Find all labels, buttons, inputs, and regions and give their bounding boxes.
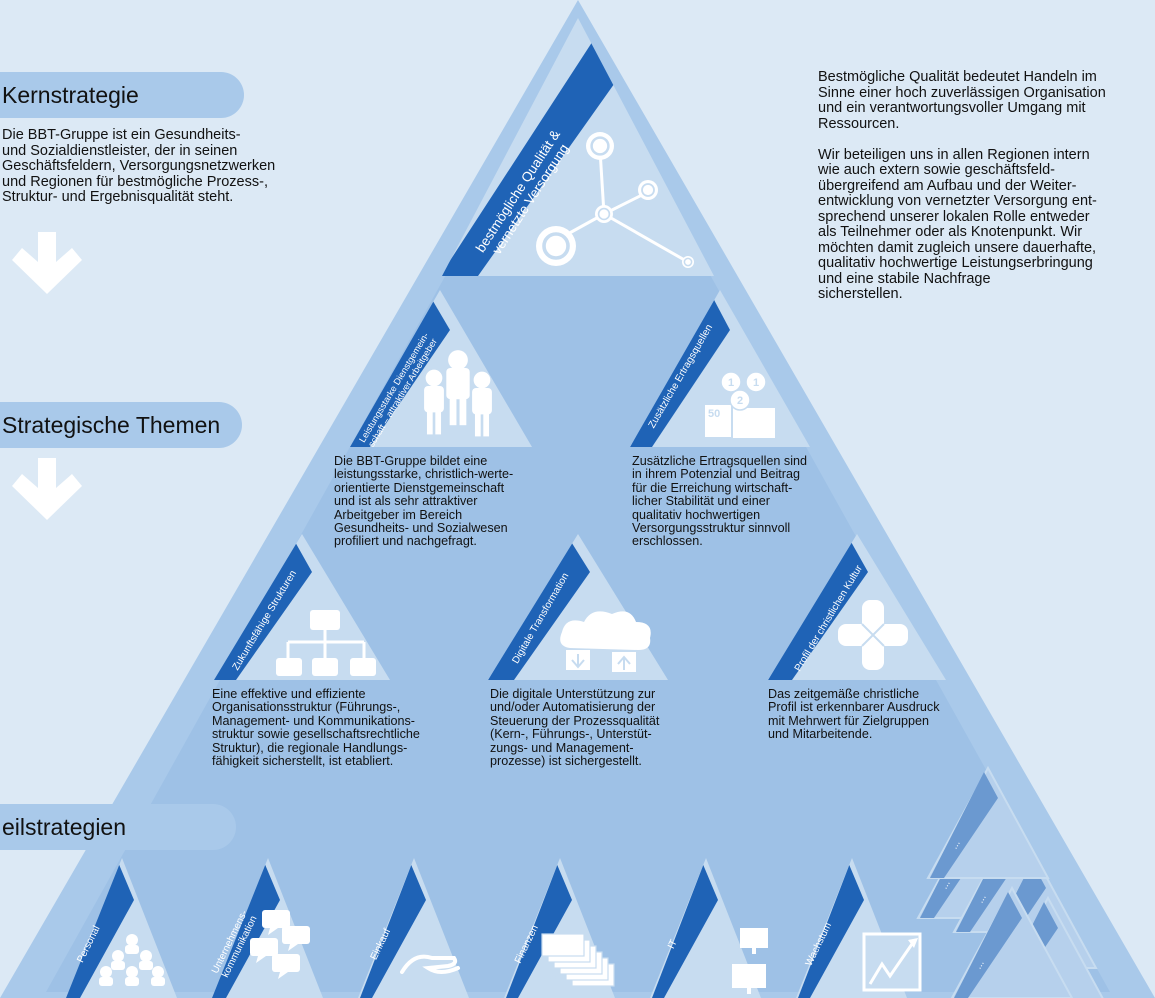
network-quality-icon bbox=[536, 132, 694, 268]
tile-band bbox=[488, 540, 590, 680]
coin-label: 1 bbox=[753, 377, 759, 389]
section-title: eilstrategien bbox=[2, 814, 127, 840]
people-icon bbox=[424, 350, 492, 437]
stacked-band bbox=[930, 772, 998, 878]
coin-label: 2 bbox=[737, 395, 743, 407]
down-arrow-icon bbox=[12, 232, 82, 294]
banknote-label: 100 bbox=[544, 971, 559, 981]
theme-leistung-text: Die BBT-Gruppe bildet eine leistungsstar… bbox=[334, 454, 514, 549]
theme-digital-text: Die digitale Unterstützung zur und/oder … bbox=[490, 687, 660, 769]
team-icon bbox=[99, 934, 165, 986]
monitor-icon bbox=[732, 928, 768, 994]
banknotes-icon: 100 bbox=[541, 933, 615, 987]
tile-label: IT bbox=[666, 938, 680, 951]
coin-label: 1 bbox=[728, 377, 734, 389]
section-strategische-themen: Strategische Themen bbox=[0, 402, 242, 448]
top-text: Bestmögliche Qualität bedeutet Handeln i… bbox=[818, 69, 1106, 302]
section-kernstrategie: Kernstrategie bbox=[0, 72, 244, 118]
chat-bubbles-icon bbox=[250, 910, 310, 979]
hand-icon bbox=[400, 954, 460, 974]
section-title: Strategische Themen bbox=[2, 412, 221, 438]
cloud-transfer-icon bbox=[560, 611, 651, 672]
coins-icon: 50 1 12 bbox=[705, 371, 775, 438]
tile-band bbox=[442, 30, 624, 276]
section-teilstrategien: eilstrategien bbox=[0, 804, 236, 850]
tile-band bbox=[768, 540, 868, 680]
kernstrategie-text: Die BBT-Gruppe ist ein Gesundheits- und … bbox=[2, 127, 276, 205]
stacked-band bbox=[954, 892, 1022, 998]
cross-icon bbox=[838, 600, 908, 670]
theme-kultur-text: Das zeitgemäße christliche Profil ist er… bbox=[768, 687, 940, 742]
coin-box-label: 50 bbox=[708, 408, 720, 420]
tile-band bbox=[630, 296, 730, 447]
top-tile: bestmögliche Qualität &vernetzte Versorg… bbox=[442, 18, 714, 276]
theme-ertrag-text: Zusätzliche Ertragsquellen sind in ihrem… bbox=[632, 454, 808, 549]
down-arrow-icon bbox=[12, 458, 82, 520]
tile-band bbox=[214, 540, 312, 680]
growth-chart-icon bbox=[862, 932, 922, 992]
section-title: Kernstrategie bbox=[2, 82, 139, 108]
more-strategies-stack: .................. bbox=[916, 765, 1104, 998]
theme-strukturen-text: Eine effektive und effiziente Organisati… bbox=[212, 687, 420, 769]
org-chart-icon bbox=[276, 610, 376, 676]
